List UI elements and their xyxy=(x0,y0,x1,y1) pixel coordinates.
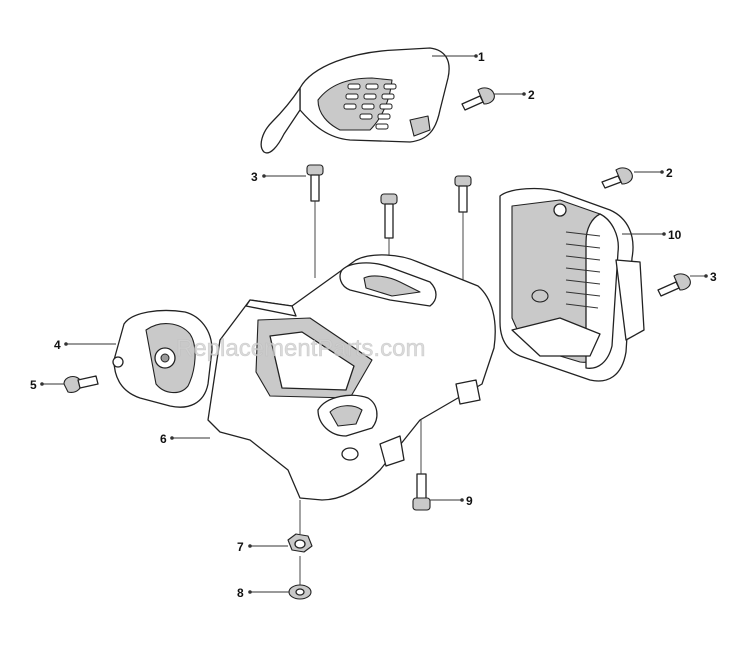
callout-2-right: 2 xyxy=(666,166,673,180)
part-8-washer xyxy=(288,556,312,600)
callout-7: 7 xyxy=(237,540,244,554)
part-4-side-cover xyxy=(112,309,213,408)
callout-3-right: 3 xyxy=(710,270,717,284)
callout-labels: 1 2 2 3 10 3 4 5 6 9 7 8 xyxy=(30,50,717,600)
part-1-vent-slots xyxy=(343,83,397,130)
callout-5: 5 xyxy=(30,378,37,392)
callout-8: 8 xyxy=(237,586,244,600)
callout-2-upper: 2 xyxy=(528,88,535,102)
part-2-screw-upper xyxy=(461,87,495,111)
leader-lines xyxy=(40,54,708,594)
callout-6: 6 xyxy=(160,432,167,446)
callout-1: 1 xyxy=(478,50,485,64)
watermark-text: ReplacementParts.com xyxy=(176,335,425,362)
part-6-main-housing xyxy=(207,254,496,501)
part-9-screw xyxy=(412,420,431,511)
callout-3-left: 3 xyxy=(251,170,258,184)
part-10-side-housing xyxy=(499,187,645,382)
callout-10: 10 xyxy=(668,228,682,242)
part-5-screw xyxy=(63,375,99,393)
part-3-screw-left xyxy=(306,164,324,278)
part-2-screw-right xyxy=(601,167,633,189)
part-3-screw-right xyxy=(657,273,691,297)
callout-9: 9 xyxy=(466,494,473,508)
part-7-nut xyxy=(287,500,313,553)
callout-4: 4 xyxy=(54,338,61,352)
part-1-top-cover xyxy=(260,47,450,154)
part-10-fins xyxy=(565,231,601,309)
